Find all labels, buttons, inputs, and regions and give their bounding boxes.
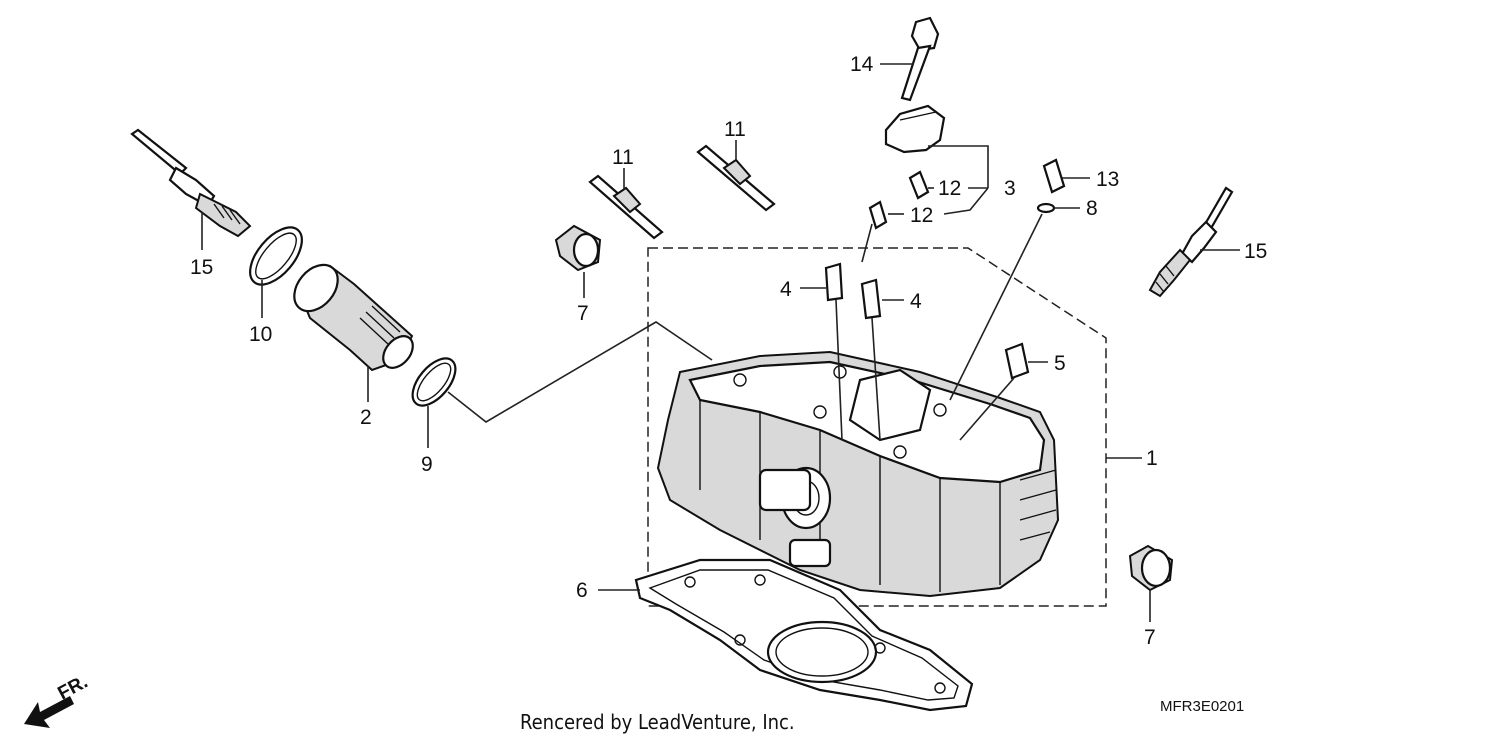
callout-13: 13	[1096, 168, 1119, 191]
spark-plug-right[interactable]	[1148, 186, 1234, 298]
o-ring-9[interactable]	[405, 351, 464, 413]
holder-3[interactable]	[884, 104, 946, 154]
spark-plug-left[interactable]	[130, 128, 252, 238]
o-ring-10[interactable]	[240, 218, 311, 293]
callout-6: 6	[576, 579, 588, 602]
callout-11-left: 11	[612, 146, 634, 169]
callout-7-lower: 7	[1144, 626, 1156, 649]
plug-7-lower[interactable]	[1128, 544, 1174, 592]
stud-11-right[interactable]	[696, 144, 776, 212]
valve-guide-4-right[interactable]	[860, 278, 882, 320]
front-direction-arrow: FR.	[24, 672, 91, 728]
callout-1: 1	[1146, 447, 1158, 470]
pipe-2[interactable]	[285, 257, 418, 374]
callout-8: 8	[1086, 197, 1098, 220]
arrow-icon	[24, 696, 74, 728]
valve-guide-5[interactable]	[1004, 342, 1030, 380]
callout-15-right: 15	[1244, 240, 1267, 263]
stud-11-left[interactable]	[588, 174, 664, 240]
assembly-boundary	[647, 247, 1107, 607]
callout-7-upper: 7	[577, 302, 589, 325]
callout-3: 3	[1004, 177, 1016, 200]
diagram-code: MFR3E0201	[1160, 698, 1244, 715]
leader-lines	[201, 63, 1240, 622]
callout-4-right: 4	[910, 290, 922, 313]
dowel-pin-12-lower[interactable]	[868, 200, 888, 230]
callout-labels: 1 2 3 4 4 5 6 7 7 8 9 10 11 11 12 12 13 …	[190, 53, 1267, 649]
callout-12-lower: 12	[910, 204, 933, 227]
head-gasket[interactable]	[634, 558, 974, 712]
plug-7-upper[interactable]	[554, 224, 602, 272]
washer-8[interactable]	[1036, 202, 1056, 214]
credit-text: Rencered by LeadVenture, Inc.	[520, 710, 795, 734]
callout-4-left: 4	[780, 278, 792, 301]
callout-15-left: 15	[190, 256, 213, 279]
valve-guide-4-left[interactable]	[824, 262, 844, 302]
collar-13[interactable]	[1042, 158, 1066, 194]
cylinder-head[interactable]	[656, 350, 1060, 598]
callout-2: 2	[360, 406, 372, 429]
dowel-pin-12-upper[interactable]	[908, 170, 930, 200]
callout-12-upper: 12	[938, 177, 961, 200]
callout-10: 10	[249, 323, 272, 346]
callout-5: 5	[1054, 352, 1066, 375]
callout-9: 9	[421, 453, 433, 476]
callout-11-right: 11	[724, 118, 746, 141]
callout-14: 14	[850, 53, 874, 76]
bolt-14[interactable]	[900, 16, 940, 102]
direction-label: FR.	[54, 672, 91, 705]
